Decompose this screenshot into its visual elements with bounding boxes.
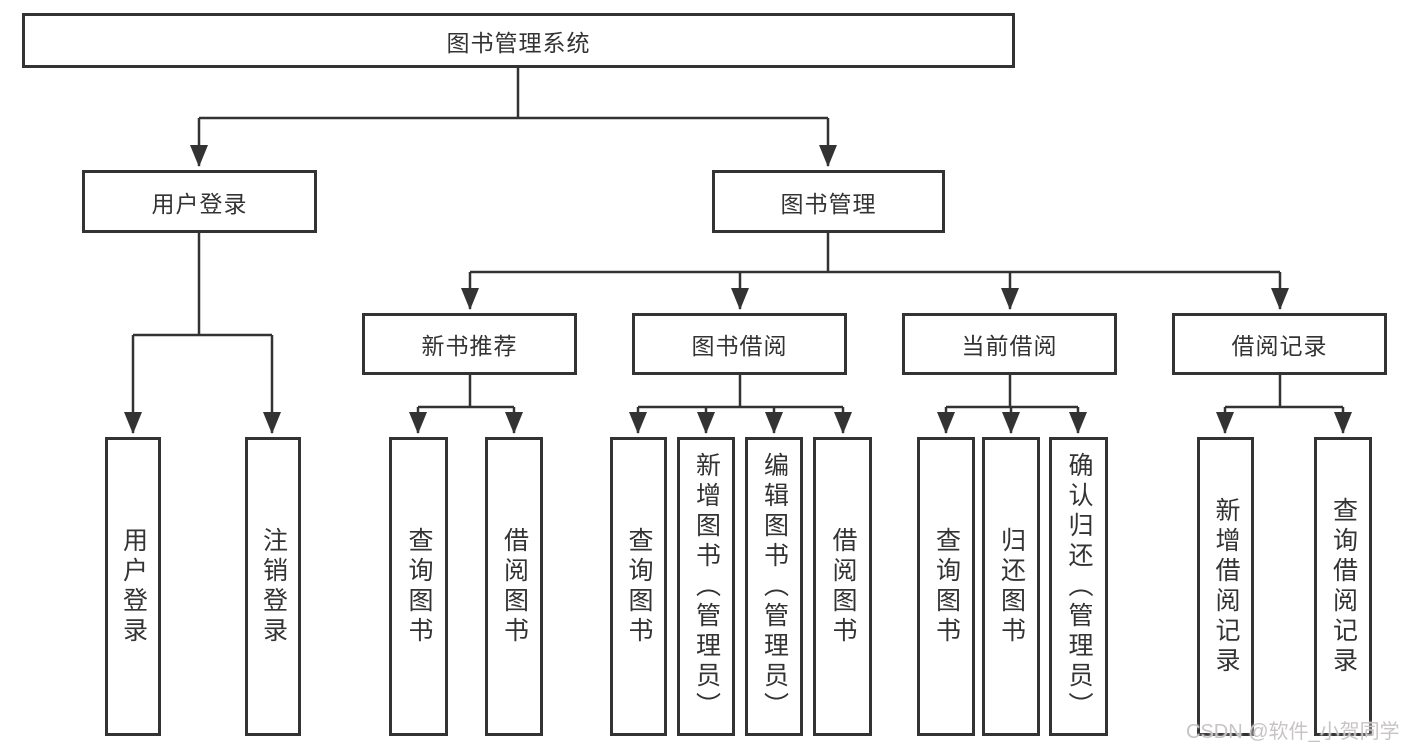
node-label: 当前借阅 [961, 333, 1058, 359]
leaf-add-borrow-record: 新增借阅记录 [1197, 437, 1254, 736]
node-root-label: 图书管理系统 [446, 29, 591, 56]
node-label: 用户登录 [151, 190, 248, 217]
leaf-label: 注销登录 [259, 526, 288, 647]
node-label: 图书借阅 [691, 333, 788, 359]
node-book-management: 图书管理 [712, 170, 945, 233]
leaf-borrow-books-borrowing: 借阅图书 [813, 437, 872, 736]
leaf-edit-books-admin: 编辑图书（管理员） [745, 437, 803, 736]
leaf-label: 查询图书 [932, 526, 961, 647]
leaf-query-books-current: 查询图书 [917, 437, 975, 736]
leaf-query-books-borrowing: 查询图书 [610, 437, 667, 736]
node-book-borrowing: 图书借阅 [632, 313, 847, 375]
leaf-label: 归还图书 [997, 526, 1026, 647]
leaf-user-login: 用户登录 [105, 437, 161, 736]
node-root-library-system: 图书管理系统 [22, 13, 1015, 68]
leaf-query-books-recommend: 查询图书 [389, 437, 448, 736]
leaf-add-books-admin: 新增图书（管理员） [677, 437, 735, 736]
leaf-label: 新增图书（管理员） [692, 451, 721, 722]
leaf-query-borrow-record: 查询借阅记录 [1314, 437, 1372, 736]
branch-bars [133, 68, 1343, 409]
csdn-watermark: CSDN @软件_小贺同学 [1186, 721, 1400, 743]
leaf-label: 查询图书 [625, 526, 653, 647]
leaf-return-books: 归还图书 [982, 437, 1040, 736]
leaf-label: 新增借阅记录 [1212, 496, 1240, 677]
leaf-label: 查询借阅记录 [1329, 496, 1358, 677]
leaf-label: 编辑图书（管理员） [760, 451, 789, 722]
node-new-book-recommend: 新书推荐 [362, 313, 577, 375]
node-label: 借阅记录 [1231, 333, 1328, 359]
node-user-login: 用户登录 [82, 170, 317, 233]
leaf-logout: 注销登录 [245, 437, 301, 736]
node-label: 图书管理 [780, 190, 877, 217]
leaf-label: 确认归还（管理员） [1065, 451, 1093, 722]
node-borrowing-records: 借阅记录 [1172, 313, 1387, 375]
node-current-borrowing: 当前借阅 [902, 313, 1117, 375]
leaf-label: 借阅图书 [500, 526, 529, 647]
leaf-label: 查询图书 [405, 526, 433, 647]
leaf-confirm-return-admin: 确认归还（管理员） [1049, 437, 1108, 736]
arrow-connectors [124, 118, 1352, 434]
leaf-label: 用户登录 [119, 526, 148, 647]
node-label: 新书推荐 [421, 333, 518, 359]
leaf-label: 借阅图书 [829, 526, 857, 647]
leaf-borrow-books-recommend: 借阅图书 [485, 437, 543, 736]
